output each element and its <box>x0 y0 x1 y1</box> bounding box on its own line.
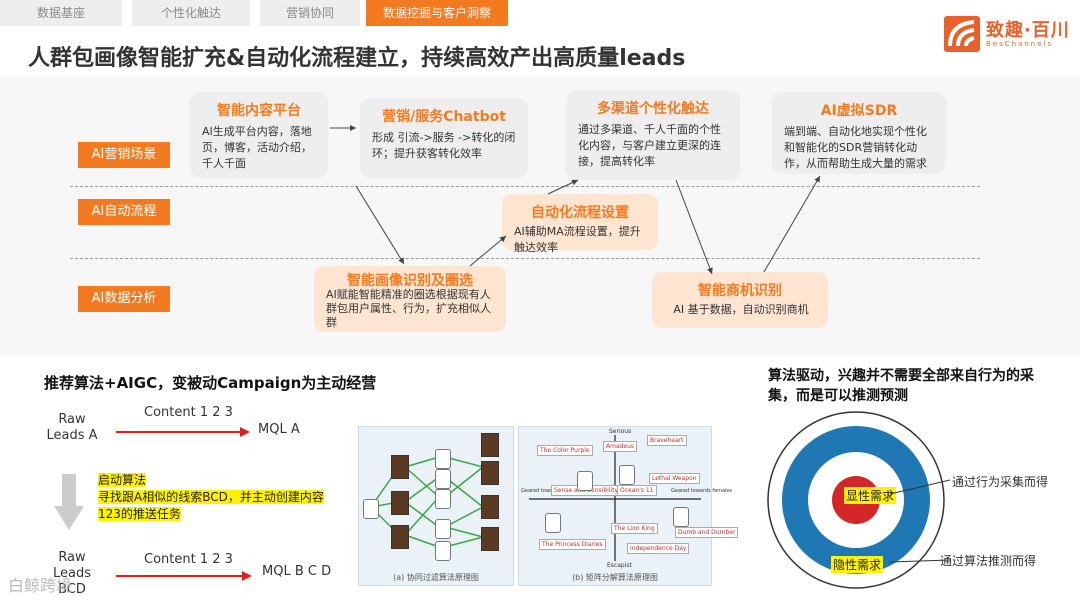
movie-poster-icon <box>481 461 499 485</box>
page-title: 人群包画像智能扩充&自动化流程建立，持续高效产出高质量leads <box>28 40 685 72</box>
movie-poster-icon <box>481 433 499 457</box>
movie-label: Braveheart <box>647 435 687 446</box>
user-icon <box>673 507 689 527</box>
movie-label: Lethal Weapon <box>649 473 700 484</box>
watermark: 白鲸跨境 <box>8 572 72 596</box>
user-icon <box>545 513 561 533</box>
content-label-bcd: Content 1 2 3 <box>144 552 233 567</box>
flow-arrow-bcd <box>116 570 256 582</box>
figure-matrix-factorization: Serious Escapist Geared towards males Ge… <box>518 426 712 586</box>
flow-arrow-a <box>116 426 254 438</box>
user-icon <box>435 541 451 561</box>
movie-poster-icon <box>481 495 499 519</box>
movie-label: The Lion King <box>611 523 658 534</box>
user-icon <box>435 519 451 539</box>
content-label-a: Content 1 2 3 <box>144 405 233 420</box>
flow-arrows <box>0 76 1080 356</box>
nav-step-personalized-reach[interactable]: 个性化触达 <box>132 0 250 26</box>
movie-label: Independence Day <box>627 543 689 554</box>
figure-collaborative-filtering: (a) 协同过滤算法原理图 <box>358 426 514 586</box>
nav-step-marketing-collab[interactable]: 营销协同 <box>260 0 360 26</box>
movie-label: Dumb and Dumber <box>675 527 738 538</box>
figure-caption: (b) 矩阵分解算法原理图 <box>519 572 711 583</box>
user-icon <box>435 489 451 509</box>
user-icon <box>435 449 451 469</box>
axis-label: Geared towards females <box>669 487 734 495</box>
logo-name: 致趣·百川 <box>986 16 1070 42</box>
logo-subtitle: BesChannels <box>986 40 1053 48</box>
movie-label: The Color Purple <box>537 445 593 456</box>
figure-caption: (a) 协同过滤算法原理图 <box>359 572 513 583</box>
mql-a: MQL A <box>258 422 300 437</box>
movie-label: The Princess Diaries <box>539 539 606 550</box>
user-icon <box>619 465 635 485</box>
user-icon <box>435 469 451 489</box>
logo-mark-icon <box>944 16 980 52</box>
movie-poster-icon <box>481 527 499 551</box>
right-section-title: 算法驱动，兴趣并不需要全部来自行为的采集，而是可以推测预测 <box>768 366 1058 406</box>
movie-label: Amadeus <box>603 441 637 452</box>
brand-logo: 致趣·百川 BesChannels <box>944 14 1064 58</box>
movie-label: Ocean's 11 <box>617 485 657 496</box>
axis-label: Serious <box>607 427 633 436</box>
step-navigation: 数据基座 个性化触达 营销协同 数据挖掘与客户洞察 <box>0 0 520 26</box>
lower-section-title: 推荐算法+AIGC，变被动Campaign为主动经营 <box>44 372 376 393</box>
nav-step-data-foundation[interactable]: 数据基座 <box>0 0 122 26</box>
mql-bcd: MQL B C D <box>262 564 331 579</box>
implicit-demand-note: 通过算法推测而得 <box>940 552 1036 569</box>
user-icon <box>363 499 379 519</box>
implicit-demand-label: 隐性需求 <box>831 556 883 573</box>
movie-poster-icon <box>391 455 409 479</box>
down-arrow-icon <box>54 474 84 530</box>
nav-separator <box>250 0 260 26</box>
algorithm-highlight: 启动算法 寻找跟A相似的线索BCD，并主动创建内容123的推送任务 <box>98 472 324 523</box>
nav-step-data-mining[interactable]: 数据挖掘与客户洞察 <box>366 0 508 26</box>
highlight-title: 启动算法 <box>98 473 146 487</box>
user-icon <box>577 471 593 491</box>
explicit-demand-note: 通过行为采集而得 <box>952 473 1048 490</box>
raw-leads-a: Raw Leads A <box>40 412 104 444</box>
ai-marketing-diagram: AI营销场景 AI自动流程 AI数据分析 智能内容平台 AI生成平台内容，落地页… <box>0 76 1080 356</box>
movie-poster-icon <box>391 491 409 515</box>
movie-poster-icon <box>391 525 409 549</box>
axis-label: Escapist <box>605 561 634 570</box>
nav-separator <box>122 0 132 26</box>
highlight-body: 寻找跟A相似的线索BCD，并主动创建内容123的推送任务 <box>98 490 324 521</box>
